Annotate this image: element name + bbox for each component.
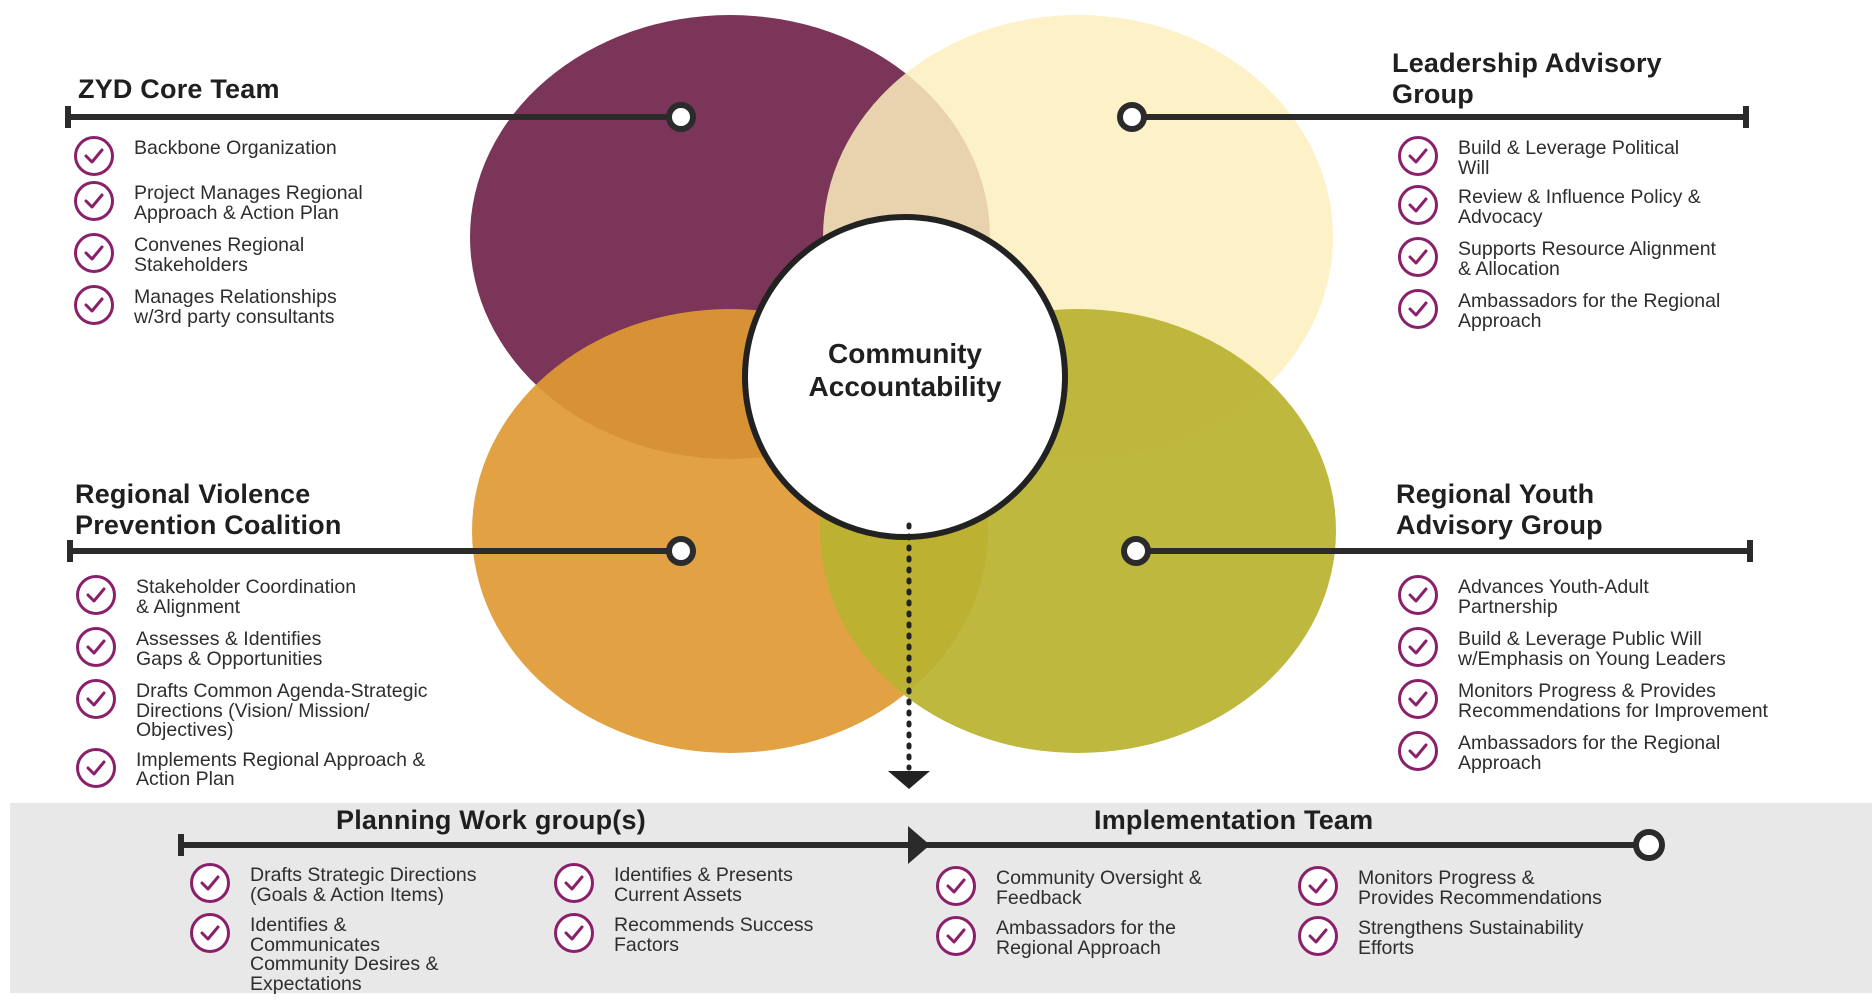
leadership-advisory-list-item-text: Review & Influence Policy & Advocacy [1458,186,1701,228]
zyd-core-team-list-item-text: Backbone Organization [134,137,337,159]
checkmark-icon [76,747,116,788]
leadership-advisory-list-item: Review & Influence Policy & Advocacy [1398,185,1720,239]
checkmark-icon [1398,237,1438,277]
violence-prevention-coalition-list-item: Drafts Common Agenda-Strategic Direction… [76,679,428,750]
planning-list-col1-item: Identifies & Communicates Community Desi… [190,913,477,1003]
planning-list-col1: Drafts Strategic Directions (Goals & Act… [190,863,477,1003]
zyd-connector-dot [666,102,696,132]
implementation-list-col1-item-text: Ambassadors for the Regional Approach [996,917,1176,959]
youth-advisory-list-item-text: Monitors Progress & Provides Recommendat… [1458,680,1768,722]
zyd-core-team-list-item-text: Project Manages Regional Approach & Acti… [134,182,363,224]
leadership-advisory-list-item-text: Supports Resource Alignment & Allocation [1458,238,1716,280]
planning-list-col2-item: Recommends Success Factors [554,913,814,965]
checkmark-icon [1398,289,1438,329]
zyd-core-team-list-item: Project Manages Regional Approach & Acti… [74,181,363,235]
implementation-list-col2-item-text: Strengthens Sustainability Efforts [1358,917,1584,959]
violence-prevention-coalition-list-item: Stakeholder Coordination & Alignment [76,575,428,629]
community-accountability-circle [742,214,1068,540]
checkmark-icon [76,575,116,615]
coalition-connector-dot [666,536,696,566]
zyd-core-team-title: ZYD Core Team [78,74,280,104]
implementation-end-dot [1633,829,1665,861]
checkmark-icon [1398,185,1438,225]
implementation-list-col1-item: Community Oversight & Feedback [936,866,1202,918]
checkmark-icon [74,181,114,221]
youth-advisory-list-item: Ambassadors for the Regional Approach [1398,731,1768,785]
violence-prevention-coalition-list-item-text: Assesses & Identifies Gaps & Opportuniti… [136,628,323,670]
checkmark-icon [1398,627,1438,667]
checkmark-icon [936,916,976,956]
zyd-core-team-list-item-text: Manages Relationships w/3rd party consul… [134,286,337,328]
leadership-advisory-list-item-text: Ambassadors for the Regional Approach [1458,290,1721,332]
checkmark-icon [76,679,116,719]
leadership-advisory-list-item: Supports Resource Alignment & Allocation [1398,237,1720,291]
violence-prevention-coalition-list-item-text: Implements Regional Approach & Action Pl… [136,748,426,790]
implementation-list-col2: Monitors Progress & Provides Recommendat… [1298,866,1602,968]
planning-list-col2-item: Identifies & Presents Current Assets [554,863,813,915]
planning-work-groups-title: Planning Work group(s) [336,805,646,835]
center-label-line2: Accountability [808,371,1002,402]
checkmark-icon [1398,575,1438,615]
violence-prevention-coalition-list-item-text: Drafts Common Agenda-Strategic Direction… [136,680,428,741]
checkmark-icon [554,863,594,903]
violence-prevention-coalition-list-item: Implements Regional Approach & Action Pl… [76,747,428,802]
planning-list-col1-item-text: Drafts Strategic Directions (Goals & Act… [250,864,477,906]
violence-prevention-coalition-list-item: Assesses & Identifies Gaps & Opportuniti… [76,627,428,681]
implementation-list-col1-item: Ambassadors for the Regional Approach [936,916,1202,968]
checkmark-icon [74,233,114,273]
checkmark-icon [1398,731,1438,771]
zyd-core-team-list-item: Backbone Organization [74,136,363,183]
leadership-advisory-title: Leadership Advisory Group [1392,48,1662,109]
youth-advisory-list-item: Advances Youth-Adult Partnership [1398,575,1768,629]
work-groups-arrow [908,826,930,864]
implementation-list-col2-item: Strengthens Sustainability Efforts [1298,916,1602,968]
violence-prevention-coalition-list-item-text: Stakeholder Coordination & Alignment [136,576,357,618]
planning-list-col2-item-text: Identifies & Presents Current Assets [614,864,793,906]
checkmark-icon [936,866,976,906]
planning-list-col1-item: Drafts Strategic Directions (Goals & Act… [190,863,477,915]
youth-advisory-list-item-text: Ambassadors for the Regional Approach [1458,732,1721,774]
youth-advisory-list-item: Monitors Progress & Provides Recommendat… [1398,679,1768,733]
checkmark-icon [76,627,116,667]
violence-prevention-coalition-title: Regional Violence Prevention Coalition [75,479,342,540]
leadership-connector-dot [1117,102,1147,132]
zyd-core-team-list-item-text: Convenes Regional Stakeholders [134,234,305,276]
checkmark-icon [1398,136,1438,176]
checkmark-icon [554,913,594,953]
checkmark-icon [190,913,230,953]
center-label: Community Accountability [747,337,1063,403]
checkmark-icon [1298,916,1338,956]
youth-advisory-list-item-text: Build & Leverage Public Will w/Emphasis … [1458,628,1726,670]
checkmark-icon [74,285,114,325]
implementation-team-title: Implementation Team [1094,805,1374,835]
zyd-core-team-list-item: Manages Relationships w/3rd party consul… [74,285,363,339]
leadership-advisory-list-item: Build & Leverage Political Will [1398,136,1720,187]
checkmark-icon [1398,679,1438,719]
planning-list-col2-item-text: Recommends Success Factors [614,914,814,956]
down-arrow-head [888,771,930,789]
zyd-core-team-list-item: Convenes Regional Stakeholders [74,233,363,287]
checkmark-icon [190,863,230,903]
center-label-line1: Community [828,338,982,369]
implementation-list-col2-item-text: Monitors Progress & Provides Recommendat… [1358,867,1602,909]
youth-advisory-list-item-text: Advances Youth-Adult Partnership [1458,576,1649,618]
implementation-list-col2-item: Monitors Progress & Provides Recommendat… [1298,866,1602,918]
planning-list-col1-item-text: Identifies & Communicates Community Desi… [250,914,439,995]
leadership-advisory-list-item: Ambassadors for the Regional Approach [1398,289,1721,343]
youth-connector-dot [1121,536,1151,566]
implementation-list-col1-item-text: Community Oversight & Feedback [996,867,1202,909]
youth-advisory-title: Regional Youth Advisory Group [1396,479,1603,540]
checkmark-icon [1298,866,1338,906]
leadership-advisory-list-item-text: Build & Leverage Political Will [1458,137,1680,179]
checkmark-icon [74,136,114,176]
youth-advisory-list-item: Build & Leverage Public Will w/Emphasis … [1398,627,1768,681]
